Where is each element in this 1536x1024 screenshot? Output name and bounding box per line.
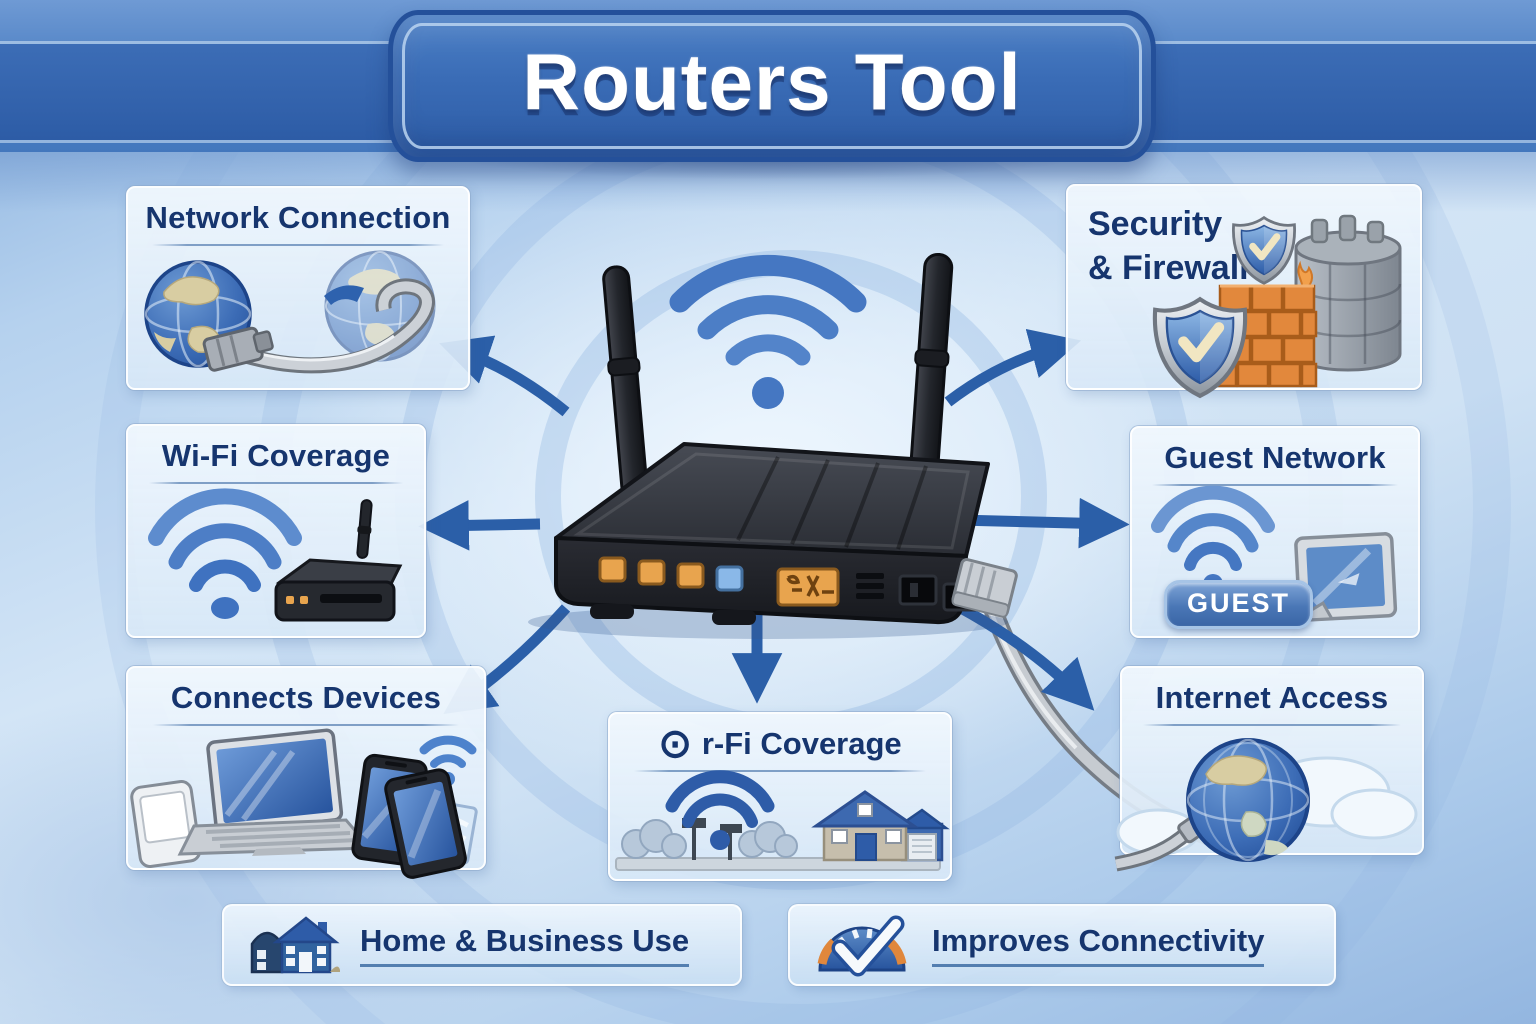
title-ribbon: Routers Tool [388, 10, 1156, 162]
trees-icon [621, 819, 798, 859]
shield-check-icon [1233, 218, 1294, 284]
arrow-wifi-coverage [418, 500, 541, 551]
arrow-security-firewall [944, 328, 1082, 407]
laptop-icon [177, 728, 374, 856]
tablet-icon [1293, 532, 1398, 623]
cable-clip-icon [324, 285, 364, 305]
panel-title: r-Fi Coverage [701, 726, 902, 761]
panel-coverage-area: ⊙ r-Fi Coverage [608, 712, 952, 881]
rj45-connector [951, 558, 1018, 618]
router-label [776, 567, 840, 607]
power-pin [910, 583, 918, 597]
houses-icon [250, 916, 340, 974]
panel-title-line2: & Firewall [1088, 249, 1249, 288]
laptop-phones-tablet-icon [130, 728, 478, 879]
ribbon-inner-border [402, 23, 1142, 149]
panel-network-connection: Network Connection [126, 186, 470, 390]
shield-check-firewall-icon [1068, 186, 1402, 388]
footer-home-business: Home & Business Use [222, 904, 742, 986]
wifi-neighborhood-house-icon [615, 770, 950, 871]
footer-label: Home & Business Use [360, 923, 690, 967]
router-body [554, 442, 1018, 625]
cable-icon [245, 278, 435, 374]
panel-title-line1: Security [1088, 205, 1223, 243]
server-cylinder-icon [1294, 214, 1402, 372]
wifi-signal-icon [665, 770, 775, 850]
page-title: Routers Tool [522, 37, 1022, 127]
panel-title: Guest Network [1164, 440, 1386, 475]
led-lights-icon [598, 556, 744, 592]
footer-label: Improves Connectivity [932, 923, 1265, 967]
title-rule [151, 244, 445, 246]
title-rule [1152, 484, 1398, 486]
house-icon [811, 790, 950, 862]
flame-icon [1297, 260, 1314, 293]
panel-guest-network: Guest Network GUEST [1130, 426, 1420, 638]
panel-title: Security & Firewall [1088, 202, 1249, 290]
wifi-signal-icon [669, 254, 867, 409]
router-foot [590, 604, 634, 619]
panel-wifi-coverage: Wi-Fi Coverage [126, 424, 426, 638]
router-two-antennas-icon [528, 252, 1018, 639]
wifi-signal-router-icon [148, 488, 403, 622]
cable-plug-icon [202, 326, 274, 372]
mini-router-icon [274, 499, 403, 622]
globes-ethernet-cable-icon [144, 250, 436, 374]
smartphone-icon [384, 768, 467, 879]
panel-title: Internet Access [1155, 680, 1389, 715]
title-rule [152, 724, 460, 726]
circle-dot-icon: ⊙ [658, 722, 692, 766]
wifi-guest-tablet-icon [1151, 485, 1398, 623]
wifi-signal-icon [1151, 485, 1275, 594]
panel-connects-devices: Connects Devices [126, 666, 486, 879]
title-rule [148, 482, 404, 484]
panel-security-firewall: Security & Firewall [1066, 184, 1422, 390]
wifi-signal-icon [148, 488, 302, 619]
arrow-guest-network [957, 497, 1130, 549]
panel-title: Connects Devices [170, 680, 442, 715]
router-foot [712, 610, 756, 625]
title-rule [633, 770, 927, 772]
panel-title: Network Connection [145, 200, 451, 235]
panel-title-row: ⊙ r-Fi Coverage [610, 714, 950, 766]
globe-icon [1186, 738, 1310, 862]
footer-improves-connectivity: Improves Connectivity [788, 904, 1336, 986]
vent-icon [856, 573, 884, 599]
panel-title: Wi-Fi Coverage [161, 438, 391, 473]
speedometer-check-icon [817, 915, 907, 977]
globe-cable-cloud-icon [1114, 738, 1418, 872]
panel-internet-access: Internet Access [1114, 666, 1424, 872]
guest-badge: GUEST [1164, 580, 1314, 629]
title-rule [1143, 724, 1401, 726]
